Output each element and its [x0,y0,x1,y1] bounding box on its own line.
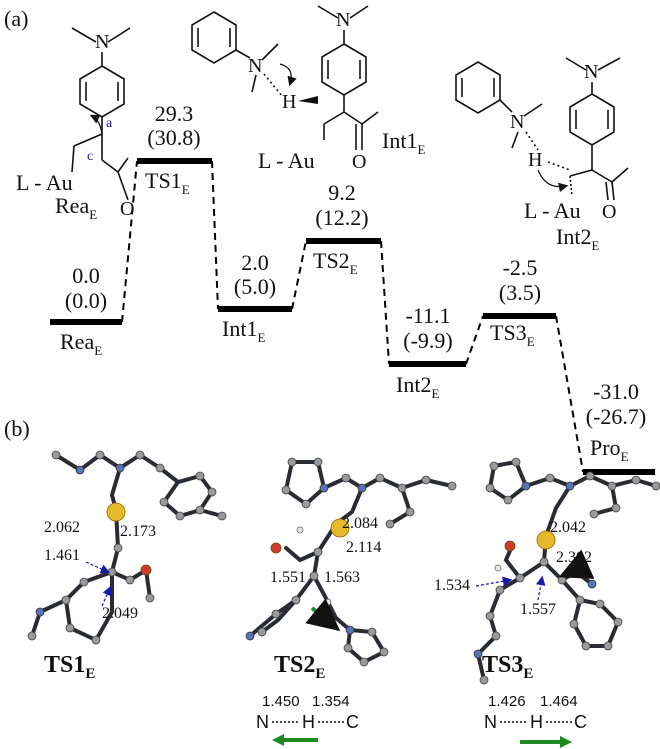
atom-n2-int1: N [336,9,350,31]
model-ts3: 2.042 2.302 1.534 1.557 TS3E 1.426 1.464… [434,457,660,748]
atom-n-int2: N [510,111,524,133]
state-label-ts3: TS3E [490,320,535,349]
dist-ts2-4: 1.563 [324,569,360,586]
connector [291,240,307,310]
label-c: c [87,149,93,164]
ts2-nhc-h: H [302,712,315,732]
state-label-ts1: TS1E [145,168,190,197]
energy2-int1: (5.0) [234,274,276,299]
ligand-int2: L - Au [524,198,581,223]
state-label-ts2: TS2E [313,248,358,277]
energy-ts2: 9.2 [328,180,356,205]
ts1-bold-label: TS1E [44,652,95,682]
state-label-rea: ReaE [60,329,102,358]
structure-name-int1: Int1E [382,128,425,157]
ligand-int1: L - Au [258,148,315,173]
energy2-ts1: (30.8) [147,125,200,150]
energy-ts1: 29.3 [155,101,194,126]
connector [211,160,219,310]
ligand-rea: L - Au [16,170,73,195]
ts3-nhc-h: H [530,712,543,732]
energy2-rea: (0.0) [65,288,107,313]
atom-h-int1: H [282,91,296,113]
model-ts1: 2.062 2.173 1.461 2.049 TS1E [27,450,227,682]
structure-name-int2: Int2E [556,224,599,253]
dist-ts1-4: 2.049 [102,605,138,622]
connector [121,160,138,323]
dist-ts3-2: 2.302 [556,549,592,566]
energy2-ts2: (12.2) [315,205,368,230]
atom-n-int1: N [248,55,262,77]
structure-name-rea: ReaE [55,193,97,222]
connector [380,240,390,365]
ts2-nhc-n: N [256,712,269,732]
energy-rea: 0.0 [72,263,100,288]
state-label-int2: Int2E [396,372,439,401]
ts2-nhc-d2: 1.354 [312,693,350,710]
ts3-nhc-d2: 1.464 [540,693,578,710]
ts3-nhc-d1: 1.426 [488,693,526,710]
dist-ts3-4: 1.557 [520,601,556,618]
connector [465,315,484,365]
ts3-bold-label: TS3E [482,652,533,682]
energy-int1: 2.0 [241,250,269,275]
ts3-nhc-n: N [484,712,497,732]
model-ts2: 2.084 2.114 1.551 1.563 TS2E 1.450 1.354… [245,457,457,746]
state-label-pro: ProE [590,435,629,464]
ts2-bold-label: TS2E [274,652,325,682]
atom-n-rea: N [95,31,109,53]
structure-int1: N H N O L - Au Int1E [191,5,425,173]
green-arrowhead-ts3 [560,736,572,748]
ts3-nhc-c: C [574,712,587,732]
energy-pro: -31.0 [593,379,639,404]
connector [555,315,584,473]
dist-ts2-3: 1.551 [270,569,306,586]
structure-rea: N O a c L - Au ReaE [16,27,134,222]
state-label-int1: Int1E [222,316,265,345]
panel-b-label: (b) [4,416,30,441]
label-a: a [106,116,113,131]
ts2-nhc-c: C [346,712,359,732]
dist-ts1-1: 2.062 [44,519,80,536]
dist-ts2-2: 2.114 [346,539,381,556]
energy2-int2: (-9.9) [403,328,452,353]
dist-ts2-1: 2.084 [342,515,378,532]
green-arrowhead-ts2 [272,734,284,746]
energy-ts3: -2.5 [503,255,538,280]
atom-o-int1: O [352,151,366,173]
atom-o-int2: O [602,201,616,223]
ts2-nhc-d1: 1.450 [262,693,300,710]
dist-ts1-2: 2.173 [120,523,156,540]
structure-int2: N H N O L - Au Int2E [455,57,629,253]
panel-a-label: (a) [4,6,28,31]
dist-ts3-3: 1.534 [434,577,470,594]
energy2-pro: (-26.7) [586,404,646,429]
dist-ts1-3: 1.461 [44,547,80,564]
dist-ts3-1: 2.042 [550,519,586,536]
atom-o-rea: O [120,198,134,220]
energy2-ts3: (3.5) [499,280,541,305]
energy-int2: -11.1 [405,303,450,328]
atom-h-int2: H [528,149,542,171]
atom-n2-int2: N [584,61,598,83]
